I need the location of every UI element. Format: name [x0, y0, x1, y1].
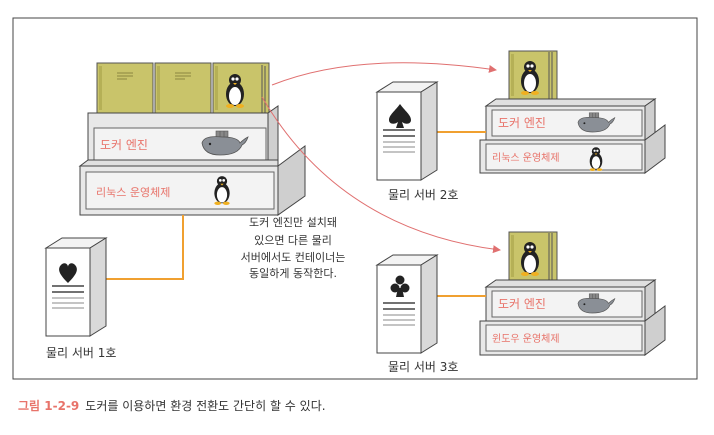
container-box [212, 62, 270, 114]
docker-engine-label: 도커 엔진 [100, 138, 148, 152]
os-layer: 리눅스 운영체제 [78, 145, 306, 216]
club-icon [390, 275, 410, 297]
docker-engine-layer: 도커 엔진 [484, 98, 657, 141]
connector-line [101, 215, 184, 280]
note-text: 도커 엔진만 설치돼 있으면 다른 물리 서버에서도 컨테이너는 동일하게 동작… [241, 216, 346, 280]
svg-text:동일하게 동작한다.: 동일하게 동작한다. [249, 266, 337, 280]
os-layer: 윈도우 운영체제 [479, 305, 666, 356]
physical-server-1 [45, 237, 107, 337]
migration-arrow [271, 62, 497, 86]
container-stack-edge-lines [261, 65, 266, 113]
physical-server-2 [376, 81, 438, 181]
os-label: 리눅스 운영체제 [492, 152, 560, 164]
svg-text:도커 엔진만 설치돼: 도커 엔진만 설치돼 [249, 216, 337, 229]
caption-text: 도커를 이용하면 환경 전환도 간단히 할 수 있다. [85, 399, 326, 413]
os-label: 윈도우 운영체제 [492, 333, 560, 345]
server-label: 물리 서버 1호 [46, 346, 116, 360]
svg-text:서버에서도 컨테이너는: 서버에서도 컨테이너는 [241, 251, 346, 264]
migration-arrow [261, 96, 501, 254]
docker-engine-layer: 도커 엔진 [484, 279, 657, 322]
server-label: 물리 서버 2호 [388, 188, 458, 202]
svg-text:있으면 다른 물리: 있으면 다른 물리 [254, 234, 332, 247]
docker-engine-label: 도커 엔진 [498, 116, 546, 130]
container-box [96, 62, 154, 114]
server-label: 물리 서버 3호 [388, 360, 458, 374]
docker-engine-label: 도커 엔진 [498, 297, 546, 311]
physical-server-3 [376, 254, 438, 354]
diagram-frame [12, 17, 698, 380]
container-box [508, 50, 558, 100]
spade-icon [389, 104, 411, 128]
figure-number: 그림 1-2-9 [18, 399, 80, 413]
container-box [154, 62, 212, 114]
heart-icon [59, 263, 77, 283]
os-label: 리눅스 운영체제 [96, 186, 170, 199]
docker-engine-layer: 도커 엔진 [87, 105, 279, 167]
os-layer: 리눅스 운영체제 [479, 124, 666, 174]
figure-caption: 그림 1-2-9 도커를 이용하면 환경 전환도 간단히 할 수 있다. [18, 397, 326, 414]
container-box [508, 231, 558, 281]
